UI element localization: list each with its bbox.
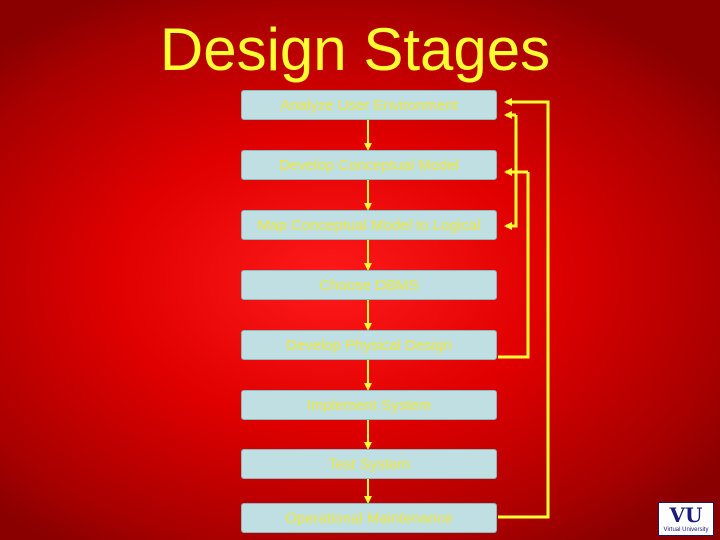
- stage-implement-system: Implement System: [241, 390, 497, 420]
- virtual-university-logo: VU Virtual University: [658, 502, 714, 536]
- stage-choose-dbms: Choose DBMS: [241, 270, 497, 300]
- stage-label: Operational Maintenance: [285, 509, 453, 527]
- stage-analyze-user-environment: Analyze User Environment: [241, 90, 497, 120]
- physical-design-feedback-loop: [498, 111, 530, 359]
- stage-label: Choose DBMS: [319, 276, 419, 294]
- stage-label: Implement System: [306, 396, 432, 414]
- logo-mark: VU: [669, 503, 703, 527]
- stage-develop-conceptual-model: Develop Conceptual Model: [241, 150, 497, 180]
- stage-label: Analyze User Environment: [280, 96, 458, 114]
- stage-label: Develop Physical Design: [286, 336, 452, 354]
- logo-caption: Virtual University: [663, 527, 709, 533]
- stage-map-conceptual-model: Map Conceptual Model to Logical: [241, 210, 497, 240]
- page-title: Design Stages: [159, 16, 551, 83]
- stage-label: Test System: [328, 455, 410, 473]
- stage-test-system: Test System: [241, 449, 497, 479]
- stage-label: Develop Conceptual Model: [278, 156, 460, 174]
- maintenance-feedback-loop: [498, 98, 550, 519]
- stage-operational-maintenance: Operational Maintenance: [241, 503, 497, 533]
- stage-label: Map Conceptual Model to Logical: [257, 216, 481, 234]
- stage-develop-physical-design: Develop Physical Design: [241, 330, 497, 360]
